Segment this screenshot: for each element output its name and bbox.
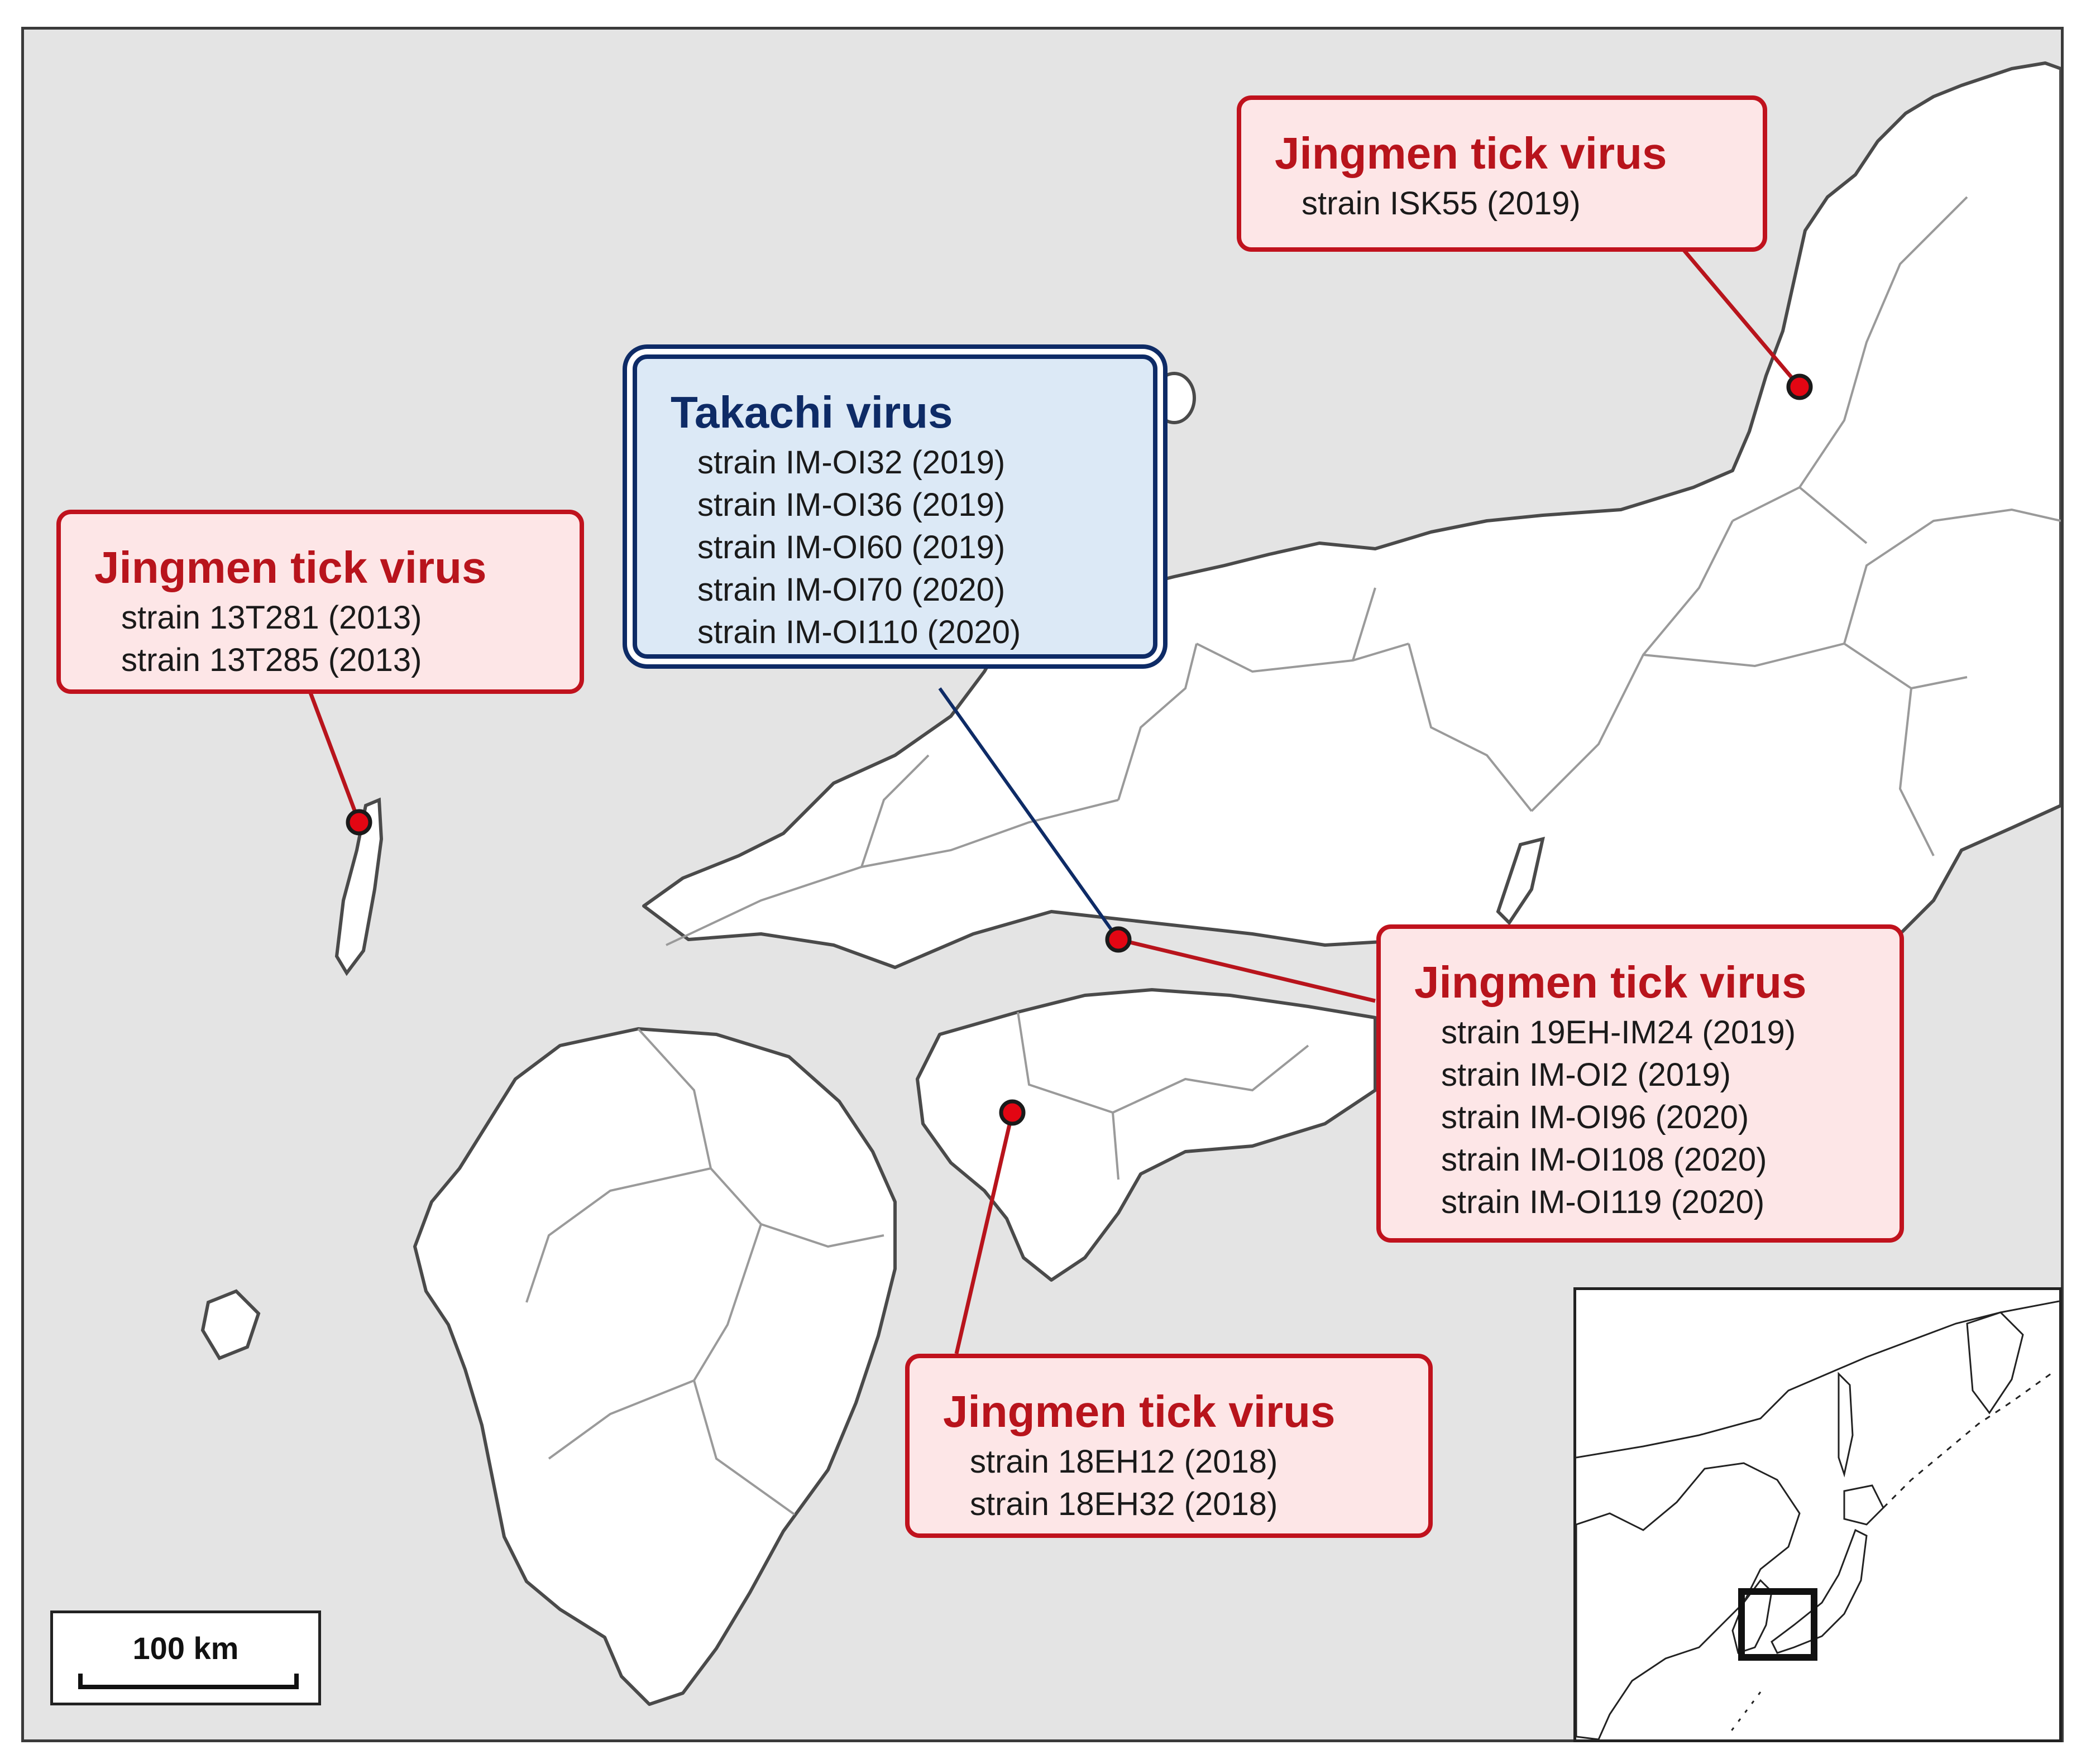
- strain-list: strain ISK55 (2019): [1302, 183, 1729, 225]
- virus-name: Jingmen tick virus: [1414, 957, 1807, 1007]
- study-area-box: [1738, 1588, 1817, 1661]
- strain-item: strain 13T281 (2013): [121, 600, 422, 636]
- site-marker-ishikawa: [1786, 373, 1813, 400]
- inset-honshu: [1771, 1528, 1868, 1654]
- scale-bar-line: [78, 1674, 299, 1689]
- inset-kuril-chain: [1882, 1373, 2051, 1509]
- map-frame: Jingmen tick virus strain ISK55 (2019) T…: [21, 27, 2064, 1742]
- kyushu-landmass: [413, 1027, 897, 1706]
- tsushima-island: [334, 797, 384, 976]
- strain-item: strain IM-OI96 (2020): [1441, 1099, 1749, 1135]
- inset-map-drawing: [1576, 1290, 2059, 1739]
- awaji-island: [1496, 836, 1545, 926]
- virus-name: Jingmen tick virus: [943, 1387, 1336, 1436]
- strain-list: strain 13T281 (2013) strain 13T285 (2013…: [121, 597, 546, 682]
- leader-lines: [307, 240, 1813, 1354]
- label-jtv-ehime-north: Jingmen tick virus strain 19EH-IM24 (201…: [1376, 924, 1904, 1243]
- strain-item: strain 18EH12 (2018): [970, 1444, 1278, 1480]
- inset-sakhalin: [1838, 1372, 1854, 1478]
- inset-ryukyu-chain: [1726, 1691, 1762, 1737]
- site-marker-ehime-south: [999, 1099, 1026, 1126]
- label-takachi: Takachi virus strain IM-OI32 (2019) stra…: [633, 354, 1157, 659]
- strain-item: strain 13T285 (2013): [121, 642, 422, 678]
- prefecture-boundaries: [525, 196, 2061, 1516]
- inset-kamchatka: [1966, 1311, 2024, 1415]
- virus-name: Jingmen tick virus: [94, 543, 487, 592]
- strain-item: strain IM-OI70 (2020): [697, 572, 1006, 608]
- strain-item: strain IM-OI36 (2019): [697, 487, 1006, 523]
- scale-bar-label: 100 km: [132, 1631, 239, 1666]
- leader-line-takachi: [938, 687, 1120, 941]
- strain-item: strain IM-OI2 (2019): [1441, 1057, 1731, 1093]
- leader-line-ehime-north: [1118, 937, 1376, 1003]
- label-jtv-ehime-south: Jingmen tick virus strain 18EH12 (2018) …: [905, 1354, 1433, 1538]
- goto-islands: [200, 1289, 261, 1360]
- strain-item: strain IM-OI32 (2019): [697, 444, 1006, 481]
- strain-list: strain 18EH12 (2018) strain 18EH32 (2018…: [970, 1441, 1395, 1526]
- site-marker-ehime-north: [1105, 926, 1132, 953]
- leader-line-ehime-south: [954, 1112, 1015, 1354]
- strain-item: strain IM-OI60 (2019): [697, 529, 1006, 565]
- shikoku-landmass: [916, 988, 1377, 1282]
- strain-item: strain 19EH-IM24 (2019): [1441, 1014, 1796, 1051]
- inset-sea: [1576, 1300, 2059, 1459]
- label-jtv-nagasaki: Jingmen tick virus strain 13T281 (2013) …: [56, 510, 584, 694]
- leader-line-nagasaki: [307, 687, 361, 823]
- scale-bar: 100 km: [50, 1610, 321, 1705]
- strain-item: strain ISK55 (2019): [1302, 185, 1581, 222]
- strain-item: strain IM-OI119 (2020): [1441, 1184, 1765, 1220]
- strain-list: strain 19EH-IM24 (2019) strain IM-OI2 (2…: [1441, 1012, 1866, 1224]
- virus-name: Jingmen tick virus: [1275, 128, 1667, 178]
- strain-item: strain IM-OI110 (2020): [697, 614, 1021, 650]
- inset-continent: [1576, 1462, 1801, 1739]
- strain-list: strain IM-OI32 (2019) strain IM-OI36 (20…: [697, 442, 1119, 654]
- leader-line-ishikawa: [1675, 240, 1801, 389]
- label-jtv-ishikawa: Jingmen tick virus strain ISK55 (2019): [1237, 95, 1767, 252]
- locator-inset-map: [1573, 1287, 2062, 1742]
- virus-name: Takachi virus: [671, 387, 953, 437]
- site-marker-nagasaki: [346, 809, 372, 836]
- strain-item: strain IM-OI108 (2020): [1441, 1142, 1767, 1178]
- strain-item: strain 18EH32 (2018): [970, 1486, 1278, 1522]
- inset-hokkaido: [1843, 1484, 1884, 1526]
